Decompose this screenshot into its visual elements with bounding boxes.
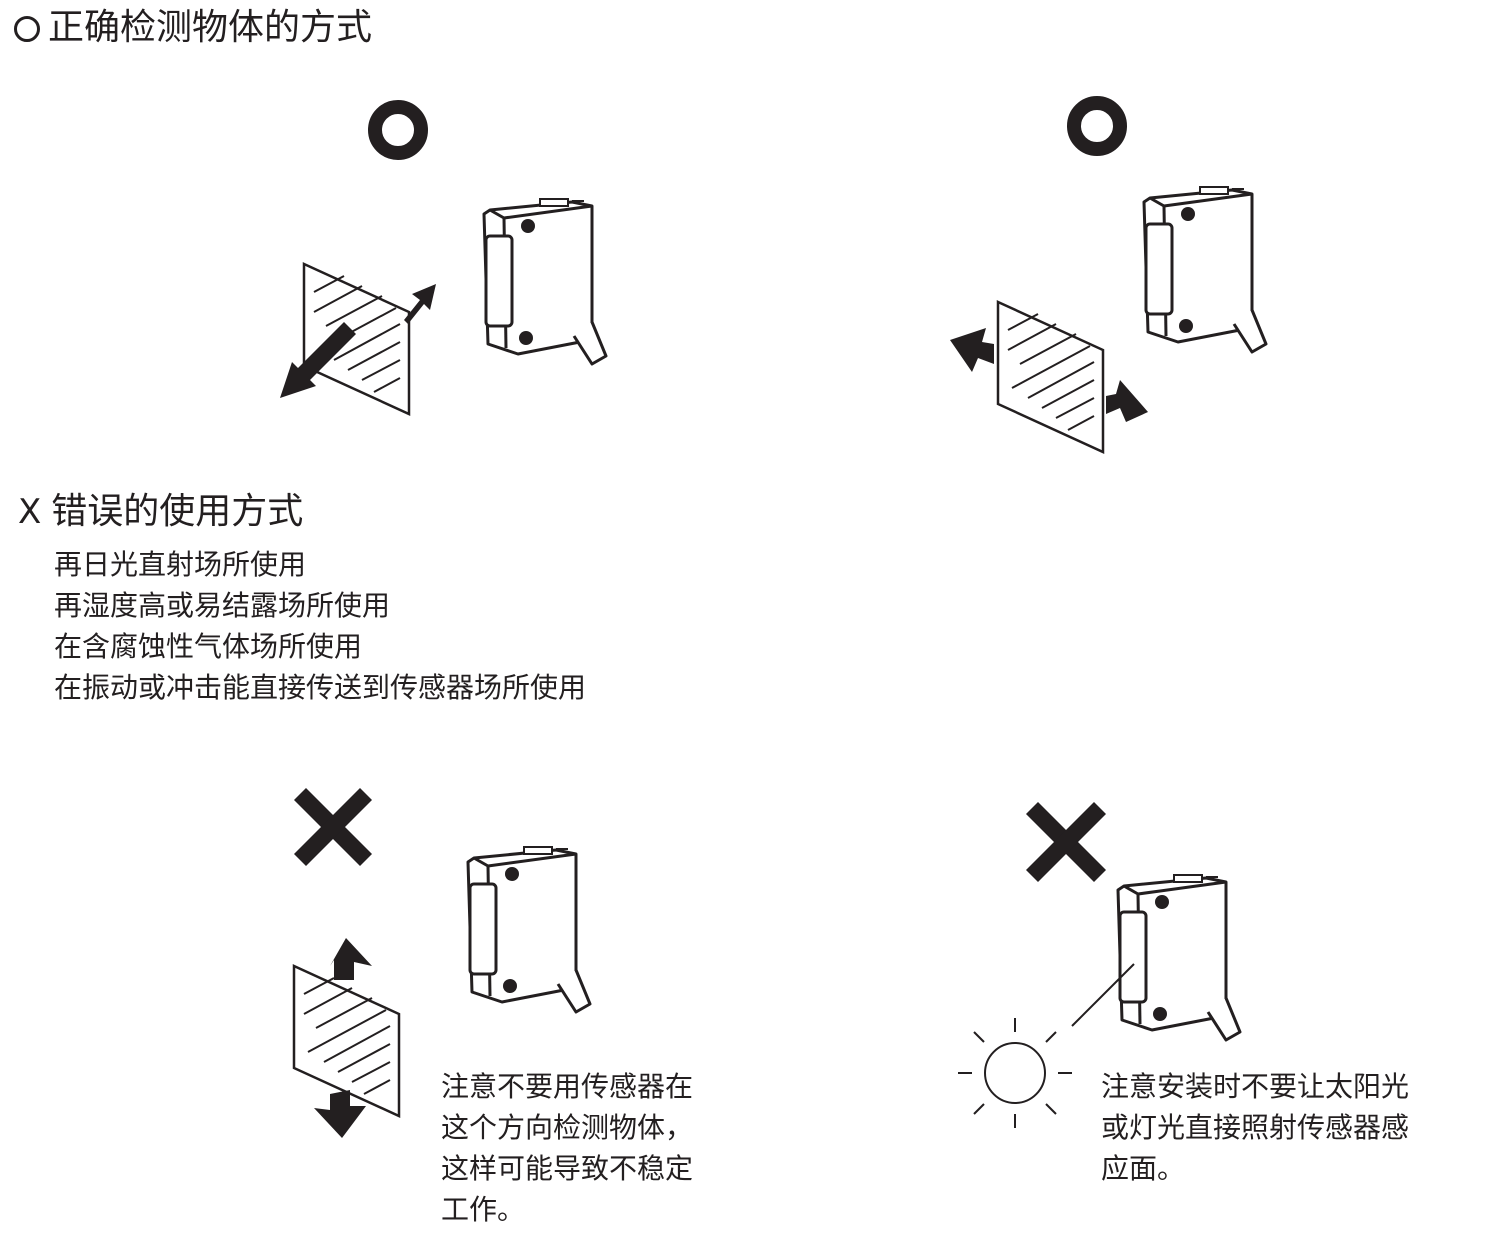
target-object — [302, 262, 411, 416]
wrong-figure-1 — [292, 787, 592, 1138]
sun-icon — [958, 1018, 1072, 1128]
ok-circle-icon — [368, 100, 428, 160]
note-line: 工作。 — [441, 1193, 526, 1226]
ok-circle-icon — [1067, 96, 1127, 156]
wrong-figure-2-note: 注意安装时不要让太阳光 或灯光直接照射传感器感 应面。 — [1101, 1066, 1409, 1189]
ng-cross-icon — [293, 787, 373, 867]
note-line: 注意不要用传感器在 — [441, 1070, 694, 1103]
wrong-usage-title: 错误的使用方式 — [51, 491, 304, 532]
sensor-device — [482, 197, 608, 366]
note-line: 这样可能导致不稳定 — [441, 1152, 694, 1185]
correct-usage-title: 正确检测物体的方式 — [48, 7, 373, 48]
correct-usage-heading: 正确检测物体的方式 — [14, 6, 372, 50]
wrong-usage-list: 再日光直射场所使用 再湿度高或易结露场所使用 在含腐蚀性气体场所使用 在振动或冲… — [54, 544, 586, 708]
list-item: 在含腐蚀性气体场所使用 — [54, 630, 363, 663]
list-item: 再日光直射场所使用 — [54, 548, 307, 581]
wrong-figure-2 — [958, 801, 1242, 1128]
sensor-device — [1142, 185, 1268, 354]
correct-figure-1 — [280, 100, 608, 416]
correct-figure-2 — [950, 96, 1268, 454]
wrong-figure-1-note: 注意不要用传感器在 这个方向检测物体， 这样可能导致不稳定 工作。 — [441, 1066, 693, 1230]
x-mark-label: X — [18, 492, 42, 532]
vertical-arrows-icon — [314, 938, 372, 1138]
sensor-device — [1116, 873, 1242, 1042]
horizontal-arrows-icon — [950, 328, 1148, 422]
sensor-device — [466, 845, 592, 1014]
note-line: 注意安装时不要让太阳光 — [1101, 1070, 1410, 1103]
list-item: 在振动或冲击能直接传送到传感器场所使用 — [54, 671, 587, 704]
note-line: 应面。 — [1101, 1152, 1186, 1185]
ng-cross-icon — [1025, 801, 1107, 883]
note-line: 这个方向检测物体， — [441, 1111, 694, 1144]
circle-icon — [14, 16, 40, 42]
light-ray — [1071, 963, 1135, 1027]
list-item: 再湿度高或易结露场所使用 — [54, 589, 391, 622]
note-line: 或灯光直接照射传感器感 — [1101, 1111, 1410, 1144]
diagonal-arrows-icon — [280, 284, 436, 398]
target-object — [996, 300, 1105, 454]
